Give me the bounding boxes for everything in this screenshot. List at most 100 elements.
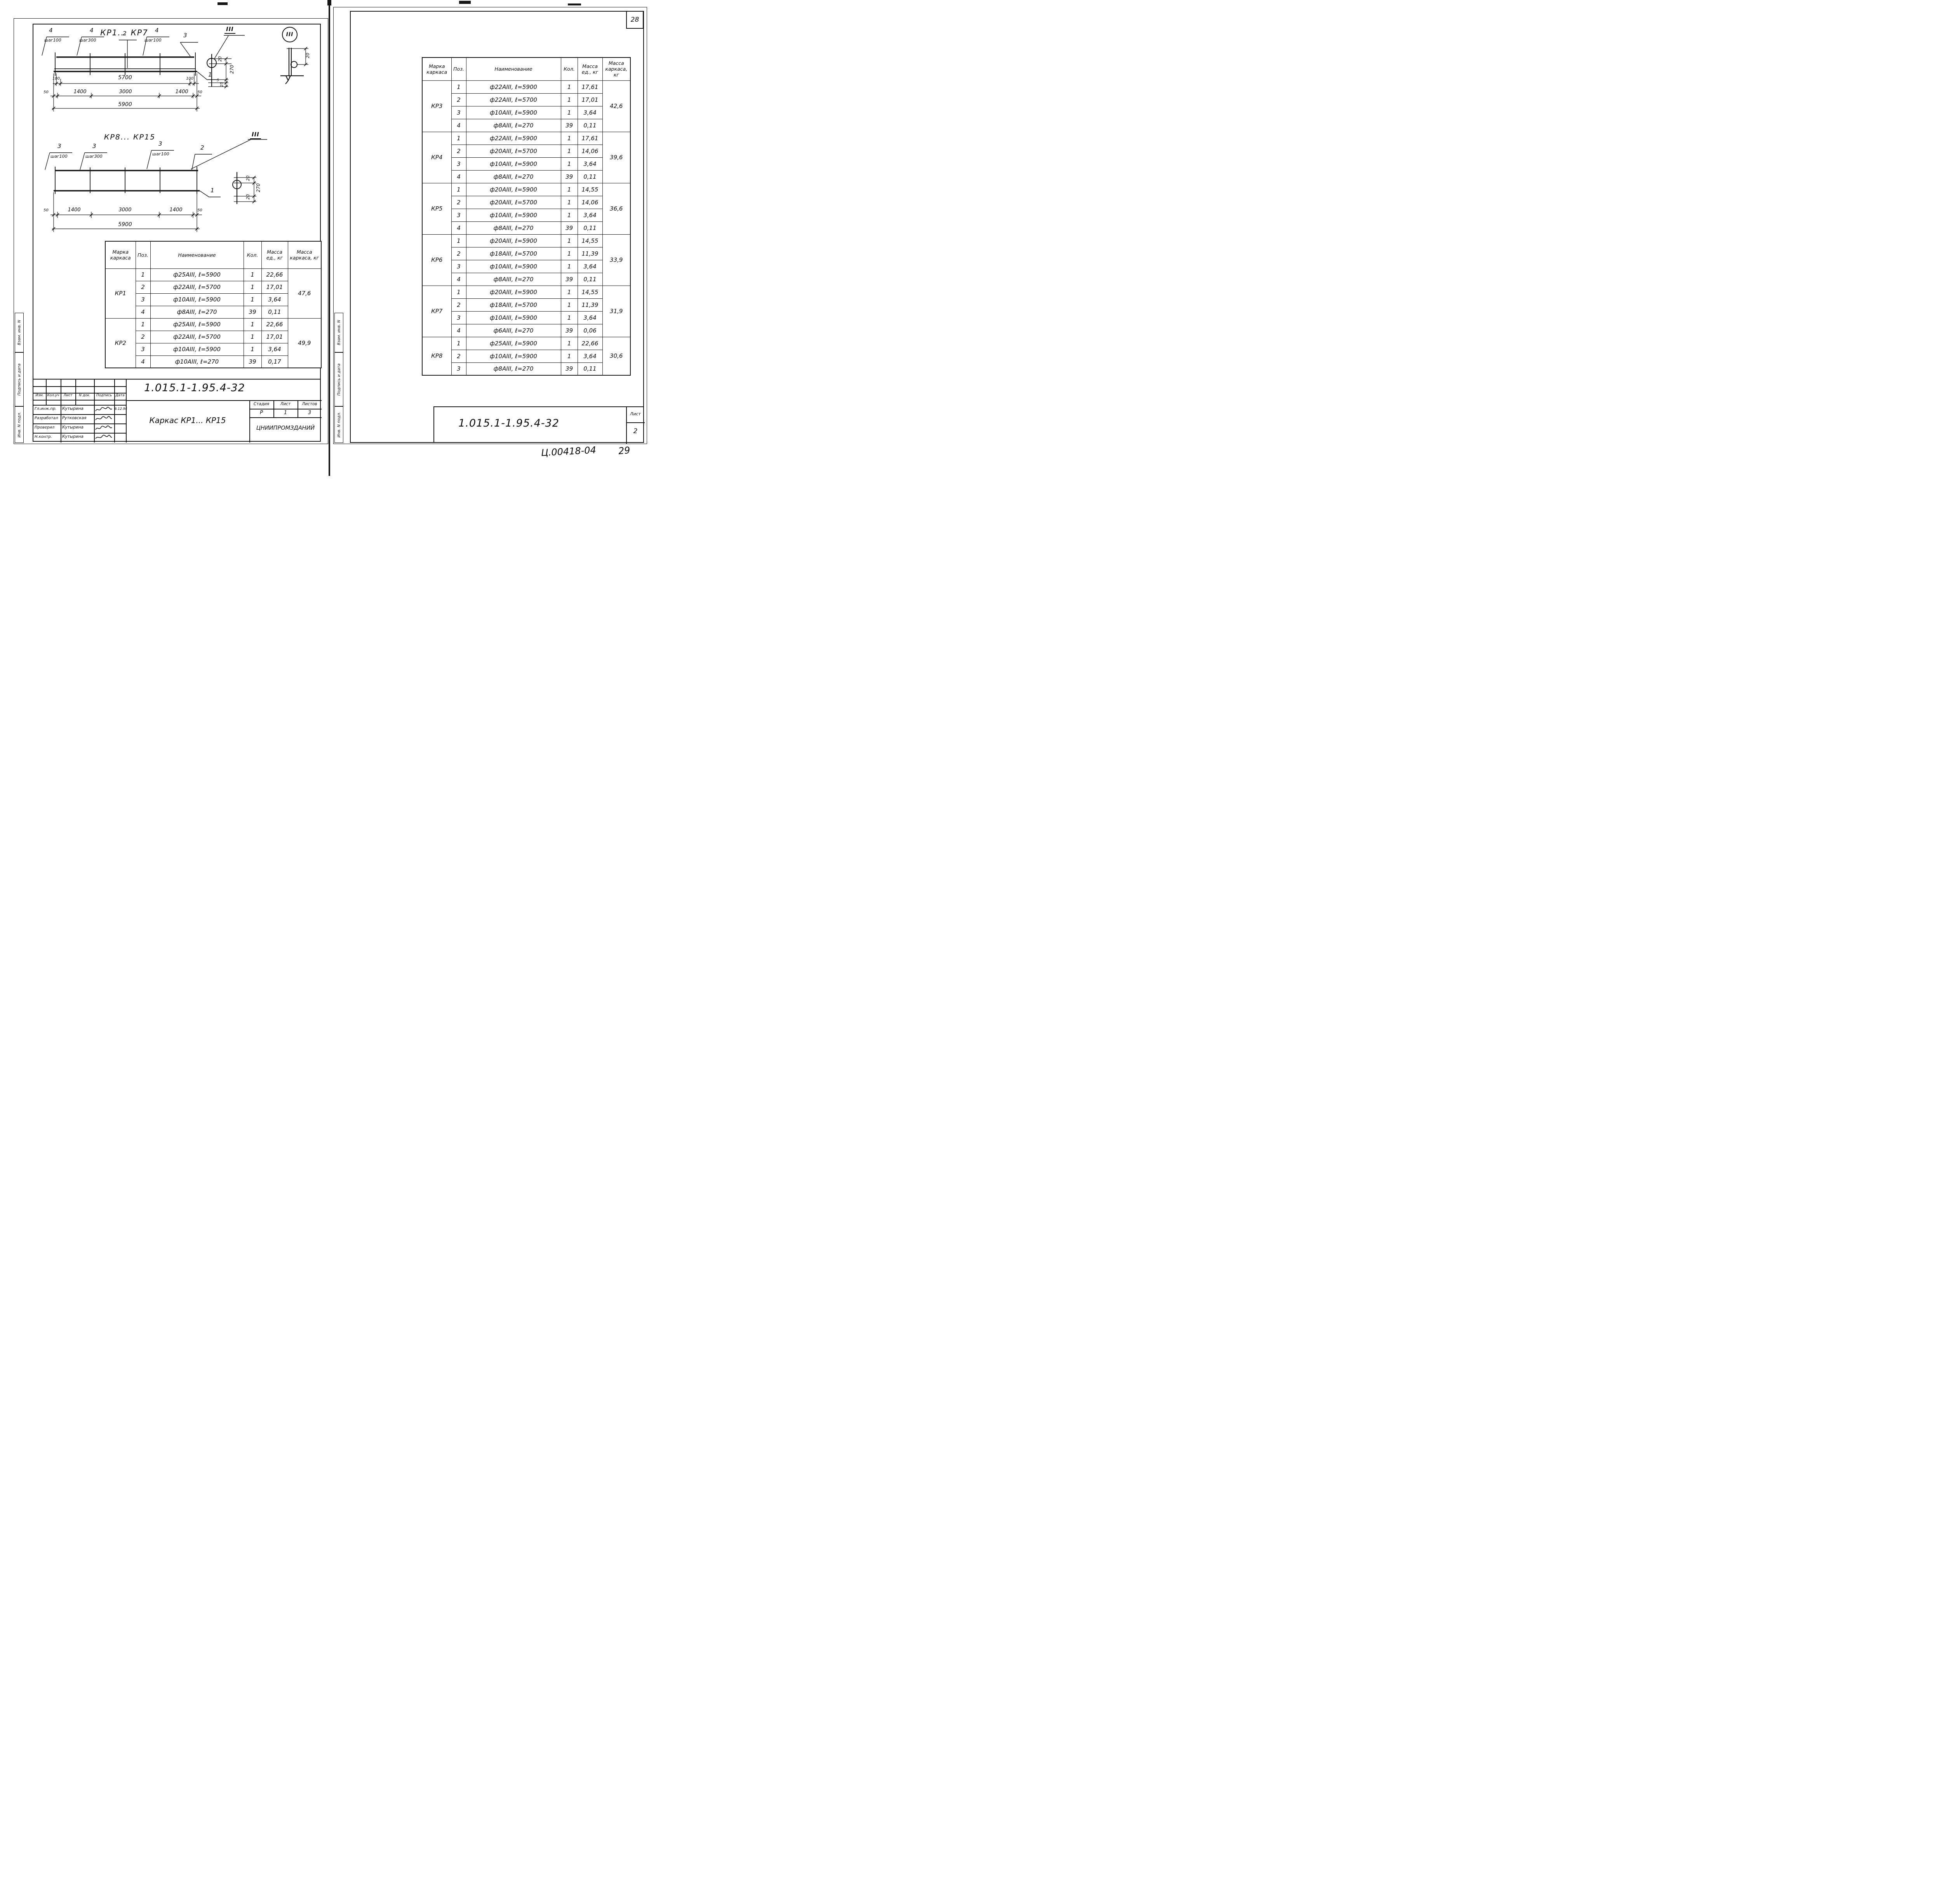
- name-cell: ф10АIII, ℓ=5900: [466, 311, 561, 324]
- total-mass-cell: 36,6: [602, 183, 631, 235]
- pos-cell: 4: [451, 221, 466, 235]
- name-cell: ф20АIII, ℓ=5700: [466, 144, 561, 158]
- total-mass-cell: 42,6: [602, 80, 631, 132]
- unit-mass-cell: 0,11: [577, 362, 603, 376]
- stage-header: Лист: [280, 402, 291, 406]
- person-name: Кутырина: [62, 406, 84, 411]
- unit-mass-cell: 17,01: [577, 93, 603, 106]
- callout-count: 4: [49, 27, 53, 34]
- dim-label: 100: [186, 77, 194, 81]
- dim-label: 3000: [118, 207, 132, 213]
- name-cell: ф22АIII, ℓ=5700: [150, 330, 244, 343]
- margin-stamp-label: Подпись и дата: [337, 363, 341, 395]
- unit-mass-cell: 3,64: [577, 311, 603, 324]
- unit-mass-cell: 3,64: [261, 293, 288, 306]
- pos-cell: 1: [451, 234, 466, 247]
- name-cell: ф10АIII, ℓ=5900: [466, 106, 561, 119]
- name-cell: ф25АIII, ℓ=5900: [150, 318, 244, 331]
- qty-cell: 1: [560, 80, 578, 94]
- margin-stamp-label: Подпись и дата: [17, 363, 21, 395]
- right-title-block: 1.015.1-1.95.4-32 Лист 2: [433, 406, 645, 444]
- name-cell: ф8АIII, ℓ=270: [466, 272, 561, 286]
- dim-label: 5700: [118, 75, 132, 81]
- person-name: Рутковская: [62, 416, 87, 420]
- dim-label: 50: [197, 208, 202, 213]
- callout-spacing: шаг100: [44, 38, 61, 43]
- total-mass-cell: 31,9: [602, 285, 631, 337]
- total-mass-cell: 33,9: [602, 234, 631, 286]
- qty-cell: 39: [243, 305, 262, 319]
- col-header: Наименование: [466, 57, 561, 81]
- callout-count: 3: [92, 143, 96, 150]
- col-header: Кол.: [560, 57, 578, 81]
- mark-cell: КР5: [422, 183, 452, 235]
- dim-label: 5: [217, 78, 219, 82]
- margin-stamp-podpis: Подпись и дата: [15, 352, 24, 406]
- section-detail-circle-III: III: [282, 27, 298, 42]
- date-value: 6.12.94: [115, 407, 127, 411]
- pos-cell: 2: [451, 349, 466, 363]
- name-cell: ф18АIII, ℓ=5700: [466, 298, 561, 312]
- qty-cell: 1: [560, 131, 578, 145]
- pos-cell: 3: [135, 293, 151, 306]
- unit-mass-cell: 17,61: [577, 80, 603, 94]
- name-cell: ф20АIII, ℓ=5900: [466, 285, 561, 299]
- dim-label: 100: [52, 77, 60, 81]
- total-mass-cell: 39,6: [602, 131, 631, 183]
- scanned-drawing-page: Взам. инв. N Подпись и дата Инв. N подл.…: [0, 0, 654, 476]
- pos-cell: 3: [451, 106, 466, 119]
- dim-label: 1400: [169, 207, 183, 213]
- pos-cell: 1: [451, 131, 466, 145]
- unit-mass-cell: 0,17: [261, 355, 288, 368]
- signature: [95, 435, 112, 439]
- col-header: Наименование: [150, 241, 244, 269]
- pos-cell: 1: [451, 285, 466, 299]
- qty-cell: 39: [560, 362, 578, 376]
- col-header: Кол.: [243, 241, 262, 269]
- rev-header: N док.: [79, 394, 90, 397]
- unit-mass-cell: 14,06: [577, 195, 603, 209]
- pos-cell: 2: [135, 330, 151, 343]
- unit-mass-cell: 14,55: [577, 234, 603, 247]
- unit-mass-cell: 0,11: [261, 305, 288, 319]
- pos-cell: 2: [451, 298, 466, 312]
- qty-cell: 1: [560, 336, 578, 350]
- total-mass-cell: 47,6: [287, 268, 322, 319]
- unit-mass-cell: 17,01: [261, 280, 288, 294]
- pos-cell: 3: [451, 157, 466, 171]
- stage-value: Р: [260, 410, 263, 416]
- pos-cell: 3: [451, 362, 466, 376]
- unit-mass-cell: 0,11: [577, 118, 603, 132]
- callout-count: 3: [57, 143, 61, 150]
- name-cell: ф10АIII, ℓ=5900: [466, 157, 561, 171]
- pos-cell: 3: [451, 260, 466, 273]
- role-label: Н.контр.: [35, 435, 52, 439]
- organization-name: ЦНИИПРОМЗДАНИЙ: [256, 425, 315, 431]
- signature: [95, 407, 112, 411]
- stage-header: Стадия: [253, 402, 270, 406]
- unit-mass-cell: 3,64: [577, 260, 603, 273]
- registration-mark: [459, 1, 471, 4]
- name-cell: ф10АIII, ℓ=5900: [466, 260, 561, 273]
- name-cell: ф10АIII, ℓ=5900: [150, 343, 244, 356]
- margin-stamp-label: Взам. инв. N: [337, 320, 341, 345]
- margin-stamp-vzam: Взам. инв. N: [15, 313, 24, 352]
- callout-position: 3: [183, 32, 187, 39]
- col-header: Масса ед., кг: [577, 57, 603, 81]
- total-mass-cell: 49,9: [287, 318, 322, 368]
- name-cell: ф6АIII, ℓ=270: [466, 324, 561, 337]
- pos-cell: 4: [451, 170, 466, 183]
- col-header: Масса каркаса, кг: [602, 57, 631, 81]
- callout-count: 3: [158, 140, 162, 147]
- callout-spacing: шаг100: [144, 38, 162, 43]
- unit-mass-cell: 17,61: [577, 131, 603, 145]
- doc-number: 1.015.1-1.95.4-32: [144, 382, 245, 394]
- name-cell: ф8АIII, ℓ=270: [150, 305, 244, 319]
- qty-cell: 1: [560, 195, 578, 209]
- qty-cell: 1: [560, 298, 578, 312]
- registration-mark: [218, 2, 228, 5]
- role-label: Разработал: [35, 416, 58, 420]
- callout-position: 2: [200, 144, 204, 151]
- mark-cell: КР7: [422, 285, 452, 337]
- rev-header: Дата: [115, 394, 125, 397]
